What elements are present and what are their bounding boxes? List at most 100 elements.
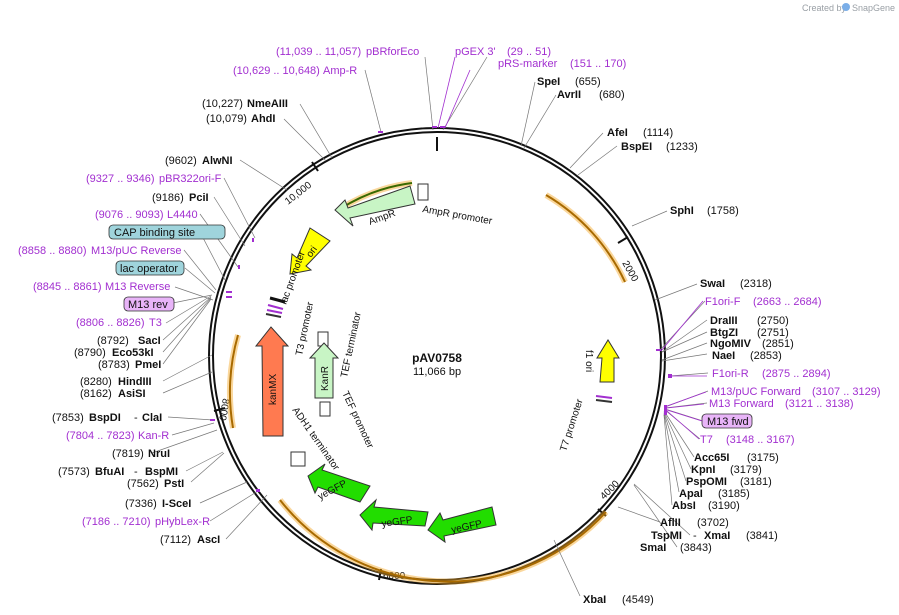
site-btgzi: BtgZI	[710, 327, 738, 339]
ori-arrow	[289, 227, 331, 275]
site-asisi: AsiSI	[118, 388, 146, 400]
site-phyblex-r: pHybLex-R	[155, 516, 210, 528]
right-labels: SpeI (655) AvrII (680) AfeI (1114) BspEI…	[537, 76, 881, 606]
cap-binding-site-box	[108, 224, 226, 240]
site-kpni: KpnI	[691, 464, 715, 476]
site-afei: AfeI	[607, 127, 628, 139]
m13-rev-label: M13 rev	[128, 299, 168, 311]
kanmx-arrow	[254, 326, 290, 437]
site-f1ori-r: F1ori-R	[712, 368, 749, 380]
kanr-arrow	[308, 342, 340, 399]
orf-arc-3	[228, 334, 239, 429]
m13-fwd-label: M13 fwd	[707, 416, 749, 428]
site-clai: ClaI	[142, 412, 162, 424]
pos-naei: (2853)	[750, 350, 782, 362]
pos-draiii: (2750)	[757, 315, 789, 327]
pos-xbai: (4549)	[622, 594, 654, 606]
site-hindiii: HindIII	[118, 376, 152, 388]
pos-absi: (3190)	[708, 500, 740, 512]
site-amp-r: Amp-R	[323, 65, 357, 77]
pos-f1ori-r: (2875 .. 2894)	[762, 368, 831, 380]
site-eco53ki: Eco53kI	[112, 347, 154, 359]
pos-acc65i: (3175)	[747, 452, 779, 464]
orf-arc-2	[279, 499, 607, 583]
pos-m13puc-reverse: (8858 .. 8880)	[18, 245, 87, 257]
site-avrii: AvrII	[557, 89, 581, 101]
site-pspomi: PspOMI	[686, 476, 727, 488]
pos-alwni: (9602)	[165, 155, 197, 167]
tick-label-8000: 8000	[216, 397, 231, 421]
site-bspdi: BspDI	[89, 412, 121, 424]
site-m13-reverse: M13 Reverse	[105, 281, 170, 293]
pos-pbrforeco: (11,039 .. 11,057)	[276, 46, 361, 58]
right-leader-lines	[442, 56, 709, 597]
site-saci: SacI	[138, 335, 161, 347]
site-f1ori-f: F1ori-F	[705, 296, 741, 308]
credit-prefix: Created by	[802, 3, 847, 13]
site-i-scei: I-SceI	[162, 498, 191, 510]
orf-arc-1	[545, 194, 626, 283]
lac-operator-label: lac operator	[120, 263, 178, 275]
pos-pcii: (9186)	[152, 192, 184, 204]
site-m13-forward: M13 Forward	[709, 398, 774, 410]
pos-hindiii: (8280)	[80, 376, 112, 388]
ori-label: ori	[304, 244, 319, 259]
snapgene-logo-icon	[842, 3, 850, 11]
site-m13puc-reverse: M13/pUC Reverse	[91, 245, 181, 257]
plasmid-name: pAV0758	[412, 351, 462, 365]
site-nrui: NruI	[148, 448, 170, 460]
pos-eco53ki: (8790)	[74, 347, 106, 359]
site-kan-r: Kan-R	[138, 430, 169, 442]
site-absi: AbsI	[672, 500, 696, 512]
pos-aflii: (3702)	[697, 517, 729, 529]
site-psti: PstI	[164, 478, 184, 490]
site-bspei: BspEI	[621, 141, 652, 153]
site-draiii: DraIII	[710, 315, 738, 327]
tick-label-6000: 6000	[383, 571, 406, 582]
pos-psti: (7562)	[127, 478, 159, 490]
site-smai: SmaI	[640, 542, 666, 554]
pos-pspomi: (3181)	[740, 476, 772, 488]
sep-tspmi-xmai: -	[693, 530, 697, 542]
site-asci: AscI	[197, 534, 220, 546]
ampr-promoter-label: AmpR promoter	[421, 204, 493, 227]
m13-rev-box	[123, 296, 175, 312]
site-t7: T7	[700, 434, 713, 446]
lac-operator-box	[115, 260, 185, 276]
site-sphi: SphI	[670, 205, 694, 217]
pos-kan-r: (7804 .. 7823)	[66, 430, 135, 442]
site-prs-marker: pRS-marker	[498, 58, 558, 70]
left-labels: (11,039 .. 11,057) pBRforEco (10,629 .. …	[18, 46, 419, 546]
tef-promoter-arrow	[319, 401, 331, 417]
kanr-label: KanR	[320, 366, 331, 391]
snapgene-credit: Created by SnapGene	[802, 3, 895, 13]
yegfp-2-label: yeGFP	[381, 515, 414, 530]
tick-10000	[311, 161, 319, 172]
site-ahdi: AhdI	[251, 113, 275, 125]
pos-bspdi: (7853)	[52, 412, 84, 424]
orf-arcs	[226, 180, 628, 585]
pos-asisi: (8162)	[80, 388, 112, 400]
site-l4440: L4440	[167, 209, 198, 221]
yegfp-arrow-2	[359, 498, 429, 532]
site-nmeaiii: NmeAIII	[247, 98, 288, 110]
pos-ahdi: (10,079)	[206, 113, 247, 125]
pos-saci: (8792)	[97, 335, 129, 347]
site-pgex3: pGEX 3'	[455, 46, 496, 58]
f1-ori-arrow	[596, 339, 620, 383]
site-pmei: PmeI	[135, 359, 161, 371]
t7-promoter-label: T7 promoter	[558, 397, 585, 453]
pos-m13puc-forward: (3107 .. 3129)	[812, 386, 881, 398]
pos-btgzi: (2751)	[757, 327, 789, 339]
site-t3: T3	[149, 317, 162, 329]
pos-ngomiv: (2851)	[762, 338, 794, 350]
pos-afei: (1114)	[643, 127, 673, 139]
pos-amp-r: (10,629 .. 10,648)	[233, 65, 320, 77]
tef-terminator-arrow	[317, 331, 329, 347]
pos-apai: (3185)	[718, 488, 750, 500]
pos-pgex3: (29 .. 51)	[507, 46, 551, 58]
sep-bspdi-clai: -	[134, 412, 138, 424]
pos-bspei: (1233)	[666, 141, 698, 153]
site-pcii: PciI	[189, 192, 209, 204]
